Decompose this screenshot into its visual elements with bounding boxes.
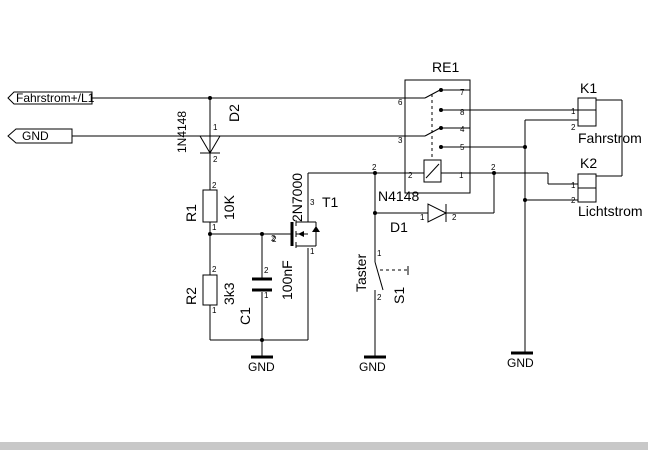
t1-pin-2: 2 xyxy=(272,235,277,244)
node-pin-label: 2 xyxy=(271,234,276,243)
c1-value: 100nF xyxy=(279,260,295,300)
ground-2: GND xyxy=(359,355,386,374)
r1-pin-2: 2 xyxy=(212,181,217,190)
k1-label: Fahrstrom xyxy=(578,130,642,146)
c1-pin-1: 1 xyxy=(264,291,269,300)
d2-name: D2 xyxy=(226,104,242,122)
s1-name: S1 xyxy=(391,287,407,304)
relay-re1: RE1 6 7 8 3 4 5 2 1 xyxy=(398,59,471,194)
k2-label: Lichtstrom xyxy=(578,203,643,219)
port-gnd-label: GND xyxy=(22,129,49,143)
r2-pin-1: 1 xyxy=(212,306,217,315)
relay-pin-1: 1 xyxy=(459,171,464,180)
port-gnd: GND xyxy=(7,128,73,144)
relay-pin-7: 7 xyxy=(460,88,465,97)
r2-pin-2: 2 xyxy=(212,265,217,274)
relay-pin-8: 8 xyxy=(460,108,465,117)
k2-pin-1: 1 xyxy=(571,181,576,190)
wires xyxy=(72,97,623,356)
t1-name: T1 xyxy=(322,194,339,210)
window-bottom-border xyxy=(0,442,648,450)
ground-1-label: GND xyxy=(248,360,275,374)
c1-pin-2: 2 xyxy=(264,266,269,275)
connector-k2: 1 2 K2 Lichtstrom xyxy=(571,155,643,219)
k1-name: K1 xyxy=(580,80,597,96)
connector-k1: 1 2 K1 Fahrstrom xyxy=(571,80,642,146)
s1-pin-2: 2 xyxy=(377,293,382,302)
t1-part: 2N7000 xyxy=(289,173,305,222)
ground-1: GND xyxy=(248,355,275,374)
k2-name: K2 xyxy=(580,155,597,171)
relay-pin-3: 3 xyxy=(398,136,403,145)
port-fahrstrom-label: Fahrstrom+/L1 xyxy=(16,91,95,105)
diode-d1: 1 2 N4148 D1 xyxy=(378,188,462,235)
switch-s1: 1 2 Taster S1 xyxy=(353,249,409,304)
r1-name: R1 xyxy=(183,204,199,222)
resistor-r1: 2 1 R1 10K xyxy=(183,181,237,232)
t1-pin-3: 3 xyxy=(310,198,315,207)
d1-part: N4148 xyxy=(378,188,419,204)
k1-pin-1: 1 xyxy=(571,107,576,116)
relay-pin-2: 2 xyxy=(408,171,413,180)
d1-name: D1 xyxy=(390,219,408,235)
capacitor-c1: 2 1 C1 100nF xyxy=(237,260,295,325)
ground-3: GND xyxy=(507,351,534,370)
d1-pin-2: 2 xyxy=(452,213,457,222)
d2-pin-2: 2 xyxy=(213,155,218,164)
k1-pin-2: 2 xyxy=(571,123,576,132)
c1-name: C1 xyxy=(237,307,253,325)
k2-pin-2: 2 xyxy=(571,196,576,205)
diode-d2: 1 2 1N4148 D2 xyxy=(175,104,242,164)
relay-pin-4: 4 xyxy=(460,125,465,134)
t1-pin-1: 1 xyxy=(310,247,315,256)
r1-value: 10K xyxy=(221,194,237,220)
ground-2-label: GND xyxy=(359,360,386,374)
r2-name: R2 xyxy=(183,287,199,305)
s1-pin-1: 1 xyxy=(377,249,382,258)
resistor-r2: 2 1 R2 3k3 xyxy=(183,265,237,315)
r2-value: 3k3 xyxy=(221,282,237,305)
junctions xyxy=(208,96,527,342)
coil-left-pin-label: 2 xyxy=(372,163,377,172)
s1-label: Taster xyxy=(353,254,369,292)
relay-pin-6: 6 xyxy=(398,98,403,107)
d1-pin-1: 1 xyxy=(420,213,425,222)
relay-name: RE1 xyxy=(432,59,459,75)
port-fahrstrom: Fahrstrom+/L1 xyxy=(7,91,95,105)
d2-part: 1N4148 xyxy=(175,111,189,153)
d2-pin-1: 1 xyxy=(213,123,218,132)
r1-pin-1: 1 xyxy=(212,223,217,232)
mosfet-t1: 3 2 1 2N7000 T1 xyxy=(272,173,339,256)
coil-right-pin-label: 2 xyxy=(491,163,496,172)
ground-3-label: GND xyxy=(507,356,534,370)
